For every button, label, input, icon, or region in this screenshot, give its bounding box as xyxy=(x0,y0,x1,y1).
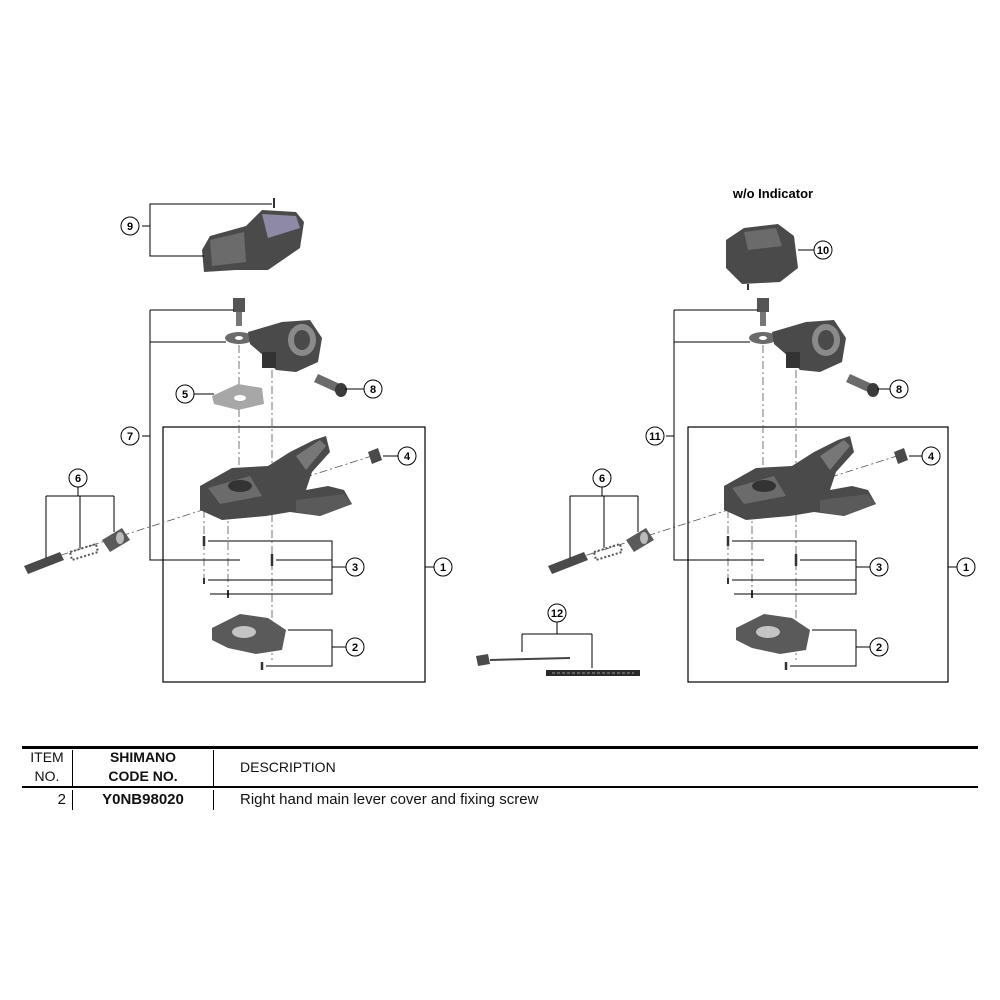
frame-box-left xyxy=(162,426,426,683)
table-top-rule xyxy=(22,746,978,749)
callout-7-left: 7 xyxy=(127,431,133,443)
part-5-plate xyxy=(212,384,264,410)
callout-9-left: 9 xyxy=(127,221,133,233)
callout-6-left: 6 xyxy=(75,473,81,485)
callout-11: 11 xyxy=(649,431,661,443)
callout-4-right: 4 xyxy=(928,451,935,463)
header-code-no: SHIMANO CODE NO. xyxy=(73,748,213,786)
row-item-no: 2 xyxy=(57,791,66,808)
callout-6-right: 6 xyxy=(599,473,605,485)
part-1-shifter-body xyxy=(200,436,352,520)
callouts-right: 10 11 8 6 4 3 1 2 xyxy=(592,240,976,657)
left-assembly: 9 7 5 8 6 4 3 1 2 xyxy=(24,198,453,683)
right-assembly: w/o Indicator xyxy=(548,186,976,683)
frame-box-right xyxy=(687,426,949,683)
callout-2-left: 2 xyxy=(352,642,358,654)
callout-4-left: 4 xyxy=(404,451,411,463)
part-2-lever-cover-right xyxy=(736,614,810,670)
header-code-line2: CODE NO. xyxy=(108,768,178,784)
callout-8-right: 8 xyxy=(896,384,902,396)
table-col-sep-1 xyxy=(72,750,73,786)
part-10-cover xyxy=(726,224,798,290)
exploded-parts-diagram: 9 7 5 8 6 4 3 1 2 xyxy=(24,186,976,683)
table-col-sep-2 xyxy=(213,750,214,786)
part-2-lever-cover xyxy=(212,614,286,670)
callout-1-left: 1 xyxy=(440,562,446,574)
part-6-adjuster-group-right xyxy=(548,528,654,574)
callout-8-left: 8 xyxy=(370,384,376,396)
part-4-cap xyxy=(368,448,382,464)
part-6-adjuster-group xyxy=(24,528,130,574)
part-3-screws-right xyxy=(726,536,798,598)
part-1-shifter-body-right xyxy=(724,436,876,520)
callout-3-left: 3 xyxy=(352,562,358,574)
table-header-rule xyxy=(22,786,978,788)
callout-12: 12 xyxy=(551,608,563,620)
table-col-sep-1-row xyxy=(72,790,73,810)
part-3-screws xyxy=(202,536,274,598)
callout-10: 10 xyxy=(817,245,829,257)
header-item-no: ITEM NO. xyxy=(22,748,72,786)
table-col-sep-2-row xyxy=(213,790,214,810)
header-item-line2: NO. xyxy=(34,768,60,784)
part-8-clamp-bolt-right xyxy=(846,374,879,397)
callout-3-right: 3 xyxy=(876,562,882,574)
callout-5-left: 5 xyxy=(182,389,188,401)
header-code-line1: SHIMANO xyxy=(109,749,177,765)
part-8-clamp-bolt xyxy=(314,374,347,397)
part-12-cable: 12 xyxy=(476,603,640,676)
part-7-clamp-group xyxy=(225,298,322,372)
header-item-line1: ITEM xyxy=(30,749,64,765)
variant-label: w/o Indicator xyxy=(732,186,813,201)
part-11-clamp-group xyxy=(749,298,846,372)
part-4-cap-right xyxy=(894,448,908,464)
callout-2-right: 2 xyxy=(876,642,882,654)
row-description: Right hand main lever cover and fixing s… xyxy=(240,791,539,808)
row-code-no: Y0NB98020 xyxy=(102,791,184,808)
header-description: DESCRIPTION xyxy=(240,759,336,775)
callouts-left: 9 7 5 8 6 4 3 1 2 xyxy=(68,216,453,657)
callout-1-right: 1 xyxy=(963,562,969,574)
part-9-indicator-cover xyxy=(202,198,304,272)
